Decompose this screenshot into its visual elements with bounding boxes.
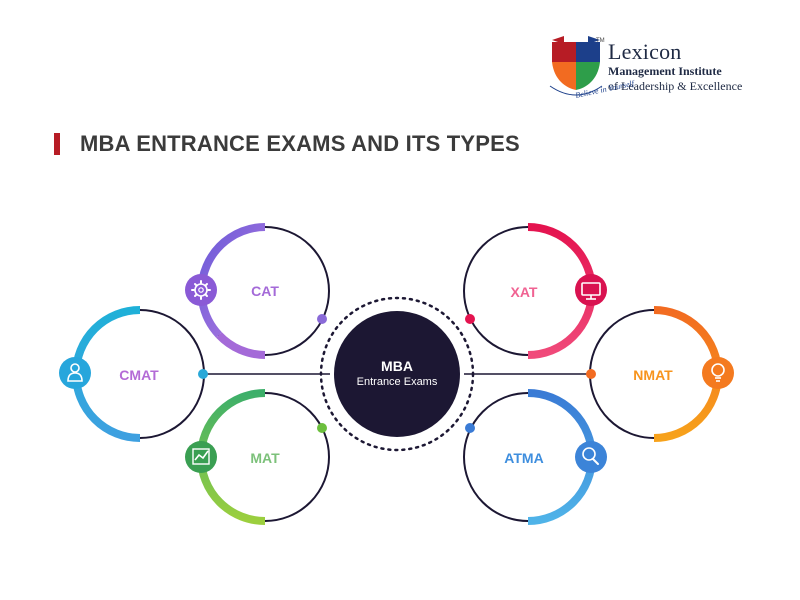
brand-motto: Believe in Yourself (575, 78, 637, 100)
node-cmat (198, 369, 208, 379)
magnifier-icon (575, 441, 607, 473)
brand-logo: TM Lexicon Management Institute of Leade… (548, 36, 758, 110)
page-heading: MBA ENTRANCE EXAMS AND ITS TYPES (54, 131, 520, 156)
gear-icon (185, 274, 217, 306)
node-nmat (586, 369, 596, 379)
person-icon (59, 357, 91, 389)
label-xat: XAT (510, 284, 538, 300)
brand-line-2: of Leadership & Excellence (608, 79, 743, 93)
node-xat (465, 314, 475, 324)
brand-text: Lexicon Management Institute of Leadersh… (608, 40, 742, 94)
monitor-icon (575, 274, 607, 306)
chart-icon (185, 441, 217, 473)
label-nmat: NMAT (633, 367, 673, 383)
label-mat: MAT (250, 450, 280, 466)
brand-name: Lexicon (608, 39, 682, 64)
heading-accent-bar (54, 133, 60, 155)
node-atma (465, 423, 475, 433)
node-mat (317, 423, 327, 433)
lightbulb-icon (702, 357, 734, 389)
brand-line-1: Management Institute (608, 64, 722, 78)
label-cat: CAT (251, 283, 279, 299)
trademark-mark: TM (596, 38, 605, 44)
page-title: MBA ENTRANCE EXAMS AND ITS TYPES (80, 131, 520, 156)
shield-logo-icon (549, 36, 603, 96)
center-dotted-ring (319, 296, 475, 452)
center-disc (334, 311, 460, 437)
center-title: MBA (381, 358, 413, 374)
label-atma: ATMA (504, 450, 544, 466)
center-subtitle: Entrance Exams (356, 376, 438, 388)
node-cat (317, 314, 327, 324)
label-cmat: CMAT (119, 367, 159, 383)
